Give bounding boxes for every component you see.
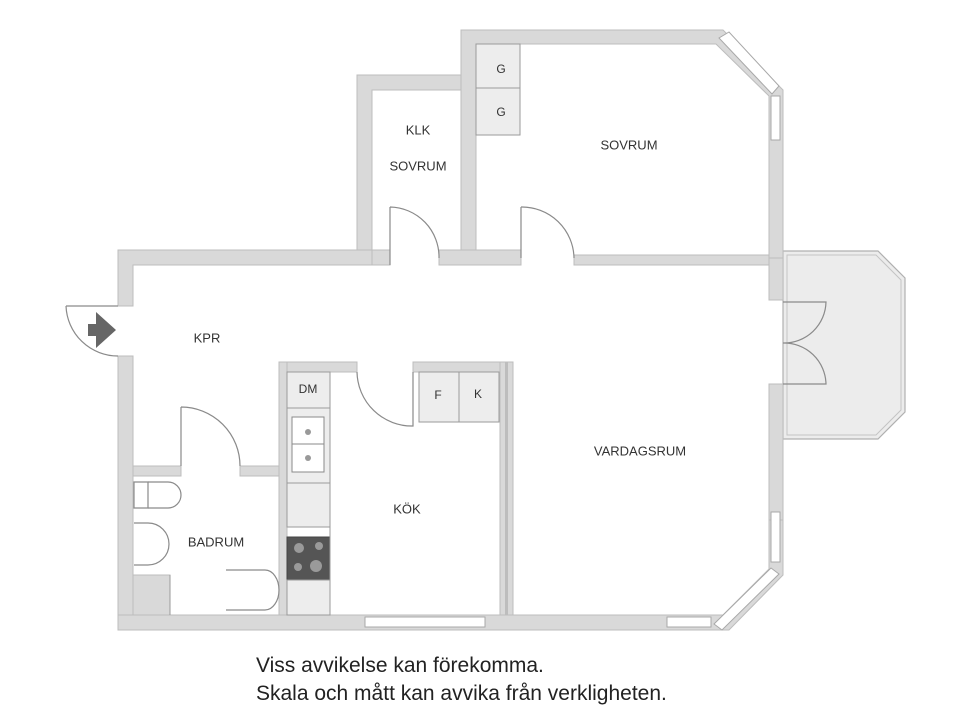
kitchen-counter <box>286 371 500 616</box>
room-label-vardagsrum: VARDAGSRUM <box>594 443 686 458</box>
disclaimer-line-2: Skala och mått kan avvika från verklighe… <box>256 682 667 705</box>
room-label-sovrum-large: SOVRUM <box>600 137 657 152</box>
wardrobe-label-top: G <box>496 62 505 76</box>
bathroom-fixtures <box>133 481 280 615</box>
dishwasher-label: DM <box>299 382 318 396</box>
room-label-sovrum-small: SOVRUM <box>389 158 446 173</box>
room-label-kpr: KPR <box>194 330 221 345</box>
balcony <box>782 250 906 440</box>
wardrobes <box>475 43 521 136</box>
freezer-label: F <box>434 388 441 402</box>
room-label-klk: KLK <box>406 122 431 137</box>
interior-walls <box>132 249 770 616</box>
room-label-badrum: BADRUM <box>188 534 244 549</box>
doors <box>65 206 827 467</box>
wardrobe-label-bottom: G <box>496 105 505 119</box>
fridge-label: K <box>474 387 482 401</box>
entrance-arrow-icon <box>88 312 116 348</box>
windows <box>364 31 781 631</box>
disclaimer-line-1: Viss avvikelse kan förekomma. <box>256 654 544 677</box>
room-label-kok: KÖK <box>393 501 421 516</box>
